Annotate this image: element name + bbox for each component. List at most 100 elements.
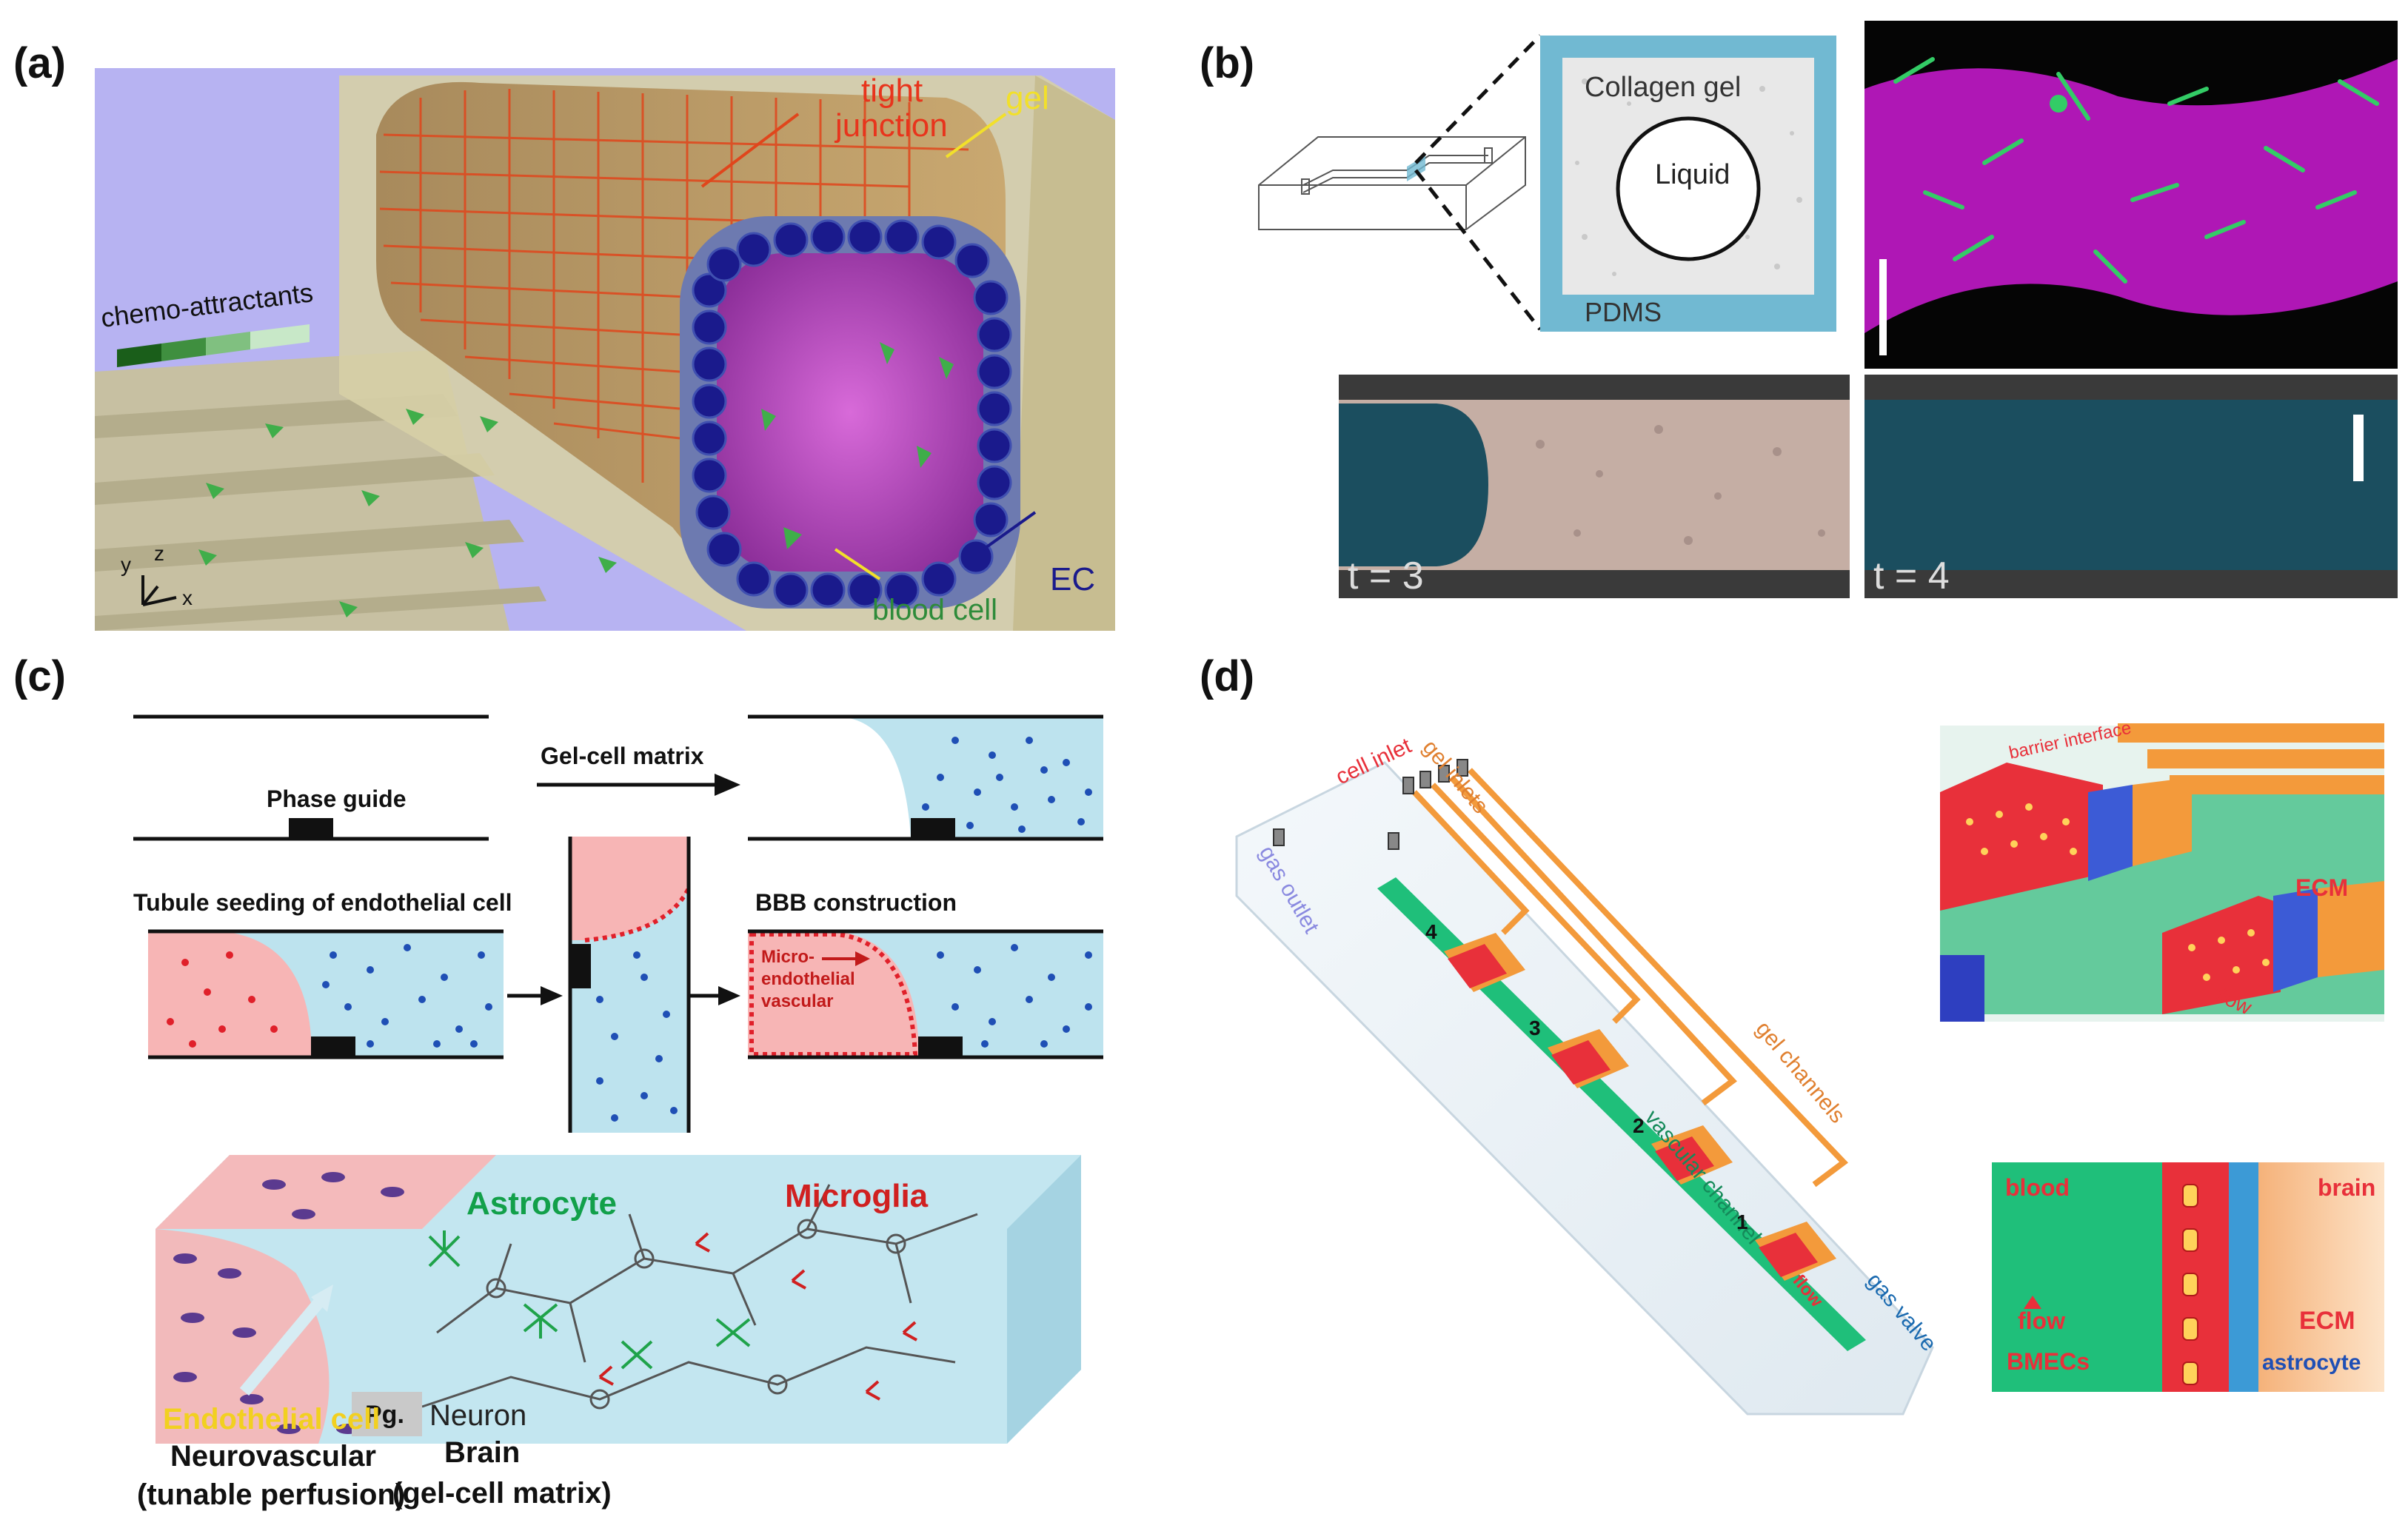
bbb-construction-label: BBB construction (755, 889, 957, 916)
astrocyte-layer (2229, 1162, 2258, 1392)
endothelial-nuclei (173, 1172, 404, 1434)
blood-region (1992, 1162, 2162, 1392)
gel-cell-arrow-head (715, 774, 740, 796)
tight-junction-label-line2: junction (834, 107, 948, 144)
gel-block-side (1013, 76, 1115, 631)
pg-label: Pg. (365, 1401, 404, 1429)
gel-dots-top (922, 737, 1092, 833)
panel-label-b: (b) (1200, 39, 1255, 87)
microglia (598, 1232, 917, 1401)
micro-label-2: endothelial (761, 969, 855, 989)
tunable-perfusion-label: (tunable perfusion) (137, 1478, 405, 1511)
ec-nuclei (692, 219, 1012, 608)
cell-compartments (1444, 933, 1836, 1281)
dye-filled-t4 (1864, 400, 2398, 570)
gel-filled-region (837, 717, 1103, 839)
barrier-inset-cells-right (2162, 896, 2281, 1014)
panel-label-a: (a) (13, 39, 66, 87)
blood-cell-leader (834, 548, 881, 580)
arrow-2-head (718, 986, 740, 1005)
blood-cell-label: blood cell (872, 594, 997, 626)
neuron-label: Neuron (429, 1399, 526, 1432)
cross-section-marker (1407, 155, 1425, 181)
tight-junction-label-line1: tight (861, 73, 923, 109)
brightfield-t3-texture (1536, 425, 1825, 545)
axis-z-label: z (154, 542, 164, 565)
astrocyte-label: Astrocyte (466, 1185, 617, 1222)
brain-label: brain (2318, 1174, 2375, 1201)
pdms-label: PDMS (1585, 297, 1662, 327)
vascular-tube (155, 1155, 496, 1444)
gel-cell-matrix-label: Gel-cell matrix (541, 743, 704, 769)
chemo-gradient-bar (117, 324, 310, 367)
ec-leader (982, 511, 1037, 551)
perfusion-arrow-head (311, 1285, 333, 1312)
bright-cell (2050, 95, 2067, 113)
micro-label-3: vascular (761, 991, 833, 1011)
zoom-line-top (1414, 34, 1542, 164)
collagen-texture (1575, 78, 1802, 276)
blood-label: blood (2005, 1174, 2070, 1201)
zoom-line-bottom (1414, 169, 1542, 331)
seeding-blue-dots (322, 944, 492, 1048)
blood-cells (198, 342, 954, 617)
axis-y-label: y (121, 553, 131, 576)
perfusion-arrow (239, 1299, 324, 1396)
compartment-1-label: 1 (1736, 1210, 1748, 1233)
vessel-fluorescence (1864, 59, 2398, 333)
liquid-flow-channel (1616, 116, 1761, 261)
bmec-nuclei (2182, 1184, 2198, 1385)
brain-block-side (1007, 1155, 1081, 1444)
inset-ecm-label: ECM (2295, 874, 2348, 901)
liquid-label: Liquid (1655, 159, 1730, 190)
bbb-pink-region (748, 931, 918, 1057)
barrier-inset-ecm-right (2318, 881, 2384, 977)
filled-phase-guide (911, 818, 955, 839)
blood-flow-arrow (2024, 1296, 2041, 1309)
panel-c-diagram: Phase guide Gel-cell matrix Tubule seedi… (133, 714, 1103, 1511)
bbb-endothelial-layer (749, 932, 918, 1056)
vertical-endothelial-layer (584, 887, 691, 942)
micro-arrow-head (855, 951, 870, 966)
compartment-2-label: 2 (1633, 1114, 1645, 1137)
neurovascular-label: Neurovascular (170, 1440, 376, 1473)
endothelial-cell-label: Endothelial cell (163, 1403, 380, 1436)
vascular-channel (1377, 877, 1866, 1351)
gel-channels (1412, 768, 1849, 1188)
panel-label-c: (c) (13, 652, 66, 700)
gel-label: gel (1006, 80, 1049, 116)
device-schematic (1258, 136, 1526, 230)
barrier-inset-cells-left (1940, 763, 2103, 911)
vertical-pink-region (570, 837, 689, 940)
tubule-seeding-label: Tubule seeding of endothelial cell (133, 889, 512, 916)
bbb-blue-dots (937, 944, 1092, 1048)
arrow-1-head (541, 986, 563, 1005)
barrier-inset-blue-edge (1940, 955, 1984, 1022)
panel-d-diagram: gel inlets cell inlet gas outlet gel cha… (1235, 718, 2384, 1416)
time-label-t3: t = 3 (1348, 555, 1424, 597)
gel-cell-matrix-paren-label: (gel-cell matrix) (392, 1477, 612, 1510)
neuron-network (421, 1184, 978, 1410)
scale-bar-brightfield (2353, 415, 2364, 481)
cell-fluorescence (1893, 57, 2379, 284)
gel-leader (945, 113, 1007, 158)
lumen (717, 253, 983, 572)
compartment-4-label: 4 (1425, 920, 1437, 943)
tight-junction-leader (700, 113, 800, 188)
bmecs-label: BMECs (2007, 1348, 2090, 1375)
compartment-3-label: 3 (1529, 1016, 1541, 1039)
seeding-phase-guide (311, 1036, 355, 1057)
panel-b-diagram: Collagen gel Liquid PDMS t = 3 t = 4 (1258, 21, 2398, 598)
scale-bar-fluorescence (1879, 259, 1887, 355)
astrocyte-label-d: astrocyte (2262, 1350, 2361, 1375)
seeding-red-dots (167, 951, 278, 1048)
bbb-phase-guide (918, 1036, 963, 1057)
phase-guide-label: Phase guide (267, 786, 407, 812)
ec-label: EC (1050, 561, 1095, 597)
barrier-inset-nuclei (1966, 803, 2270, 981)
blood-flow-label: flow (2018, 1307, 2065, 1334)
gel-channels-label: gel channels (1751, 1016, 1850, 1128)
barrier-inset-gel-bars (2118, 723, 2384, 794)
brain-ecm-label: ECM (2299, 1307, 2355, 1335)
brain-region (2258, 1162, 2384, 1392)
